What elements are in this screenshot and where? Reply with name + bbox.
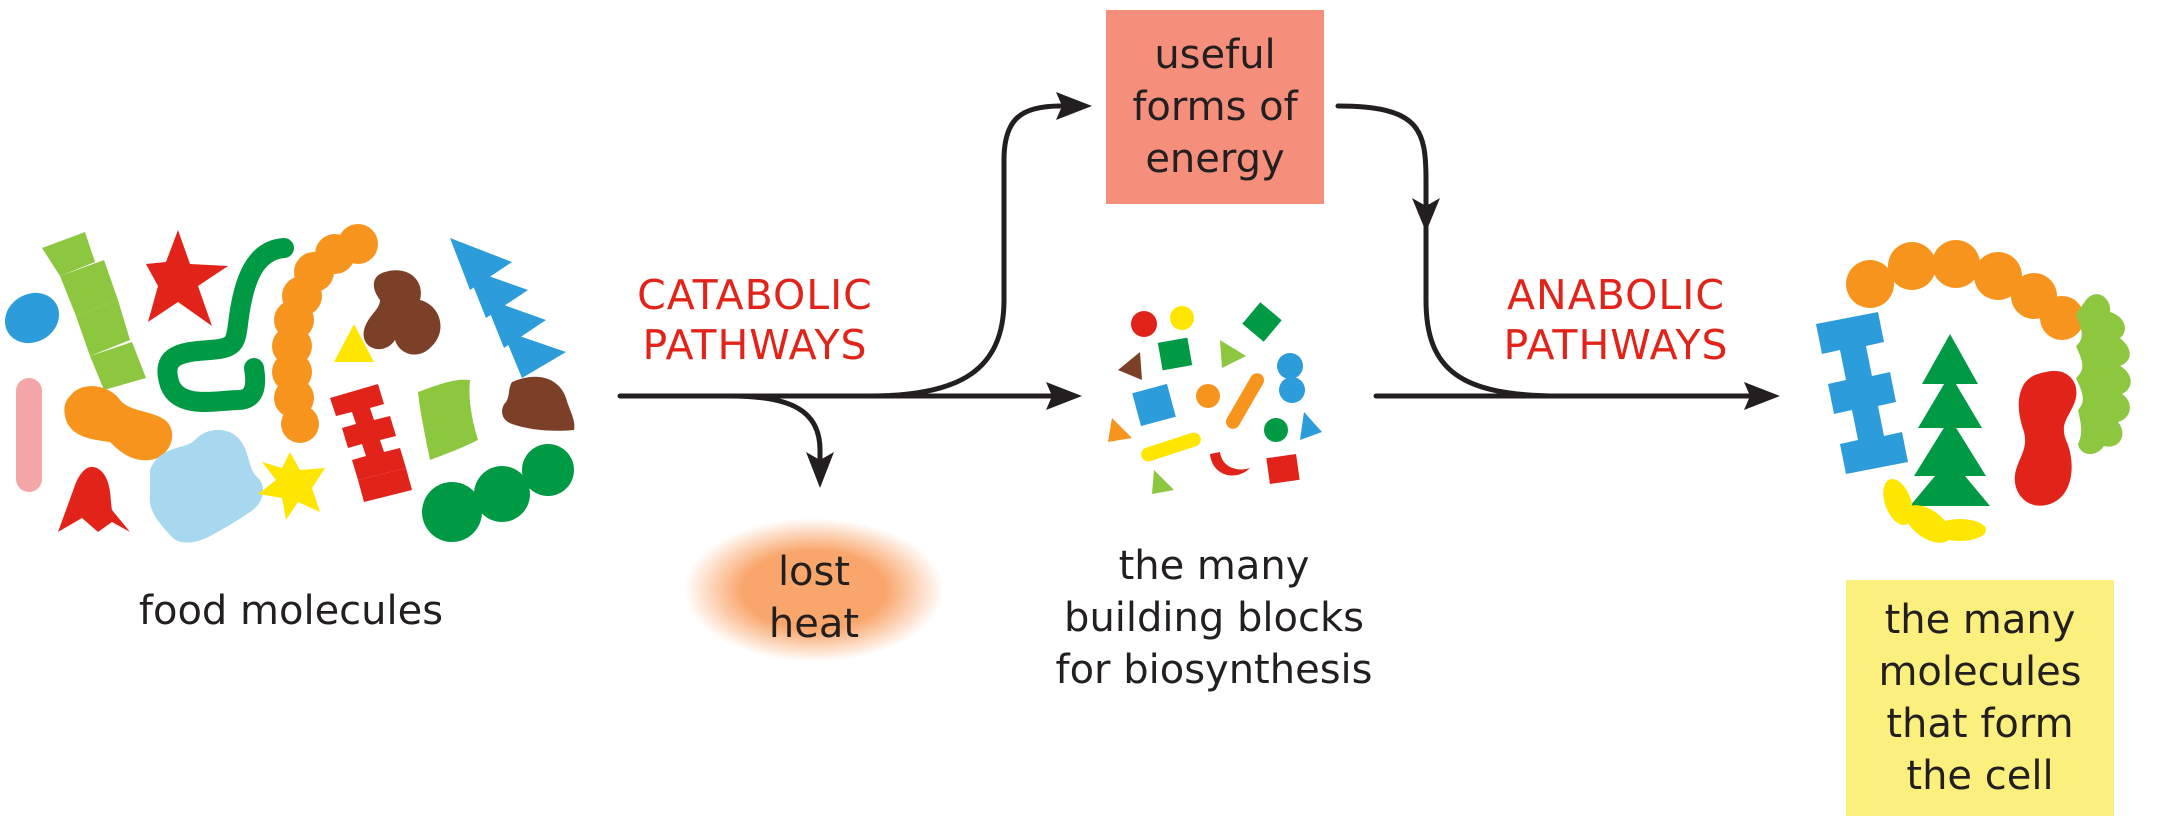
food-blue-oval — [4, 292, 60, 344]
heat-glow — [684, 518, 944, 662]
building-blocks-label: the many building blocks for biosynthesi… — [1055, 543, 1373, 693]
block-yellow-rod — [1141, 432, 1201, 462]
block-green-diamond — [1242, 302, 1282, 342]
block-blue-triangle — [1300, 412, 1322, 440]
heat-arrowhead — [806, 452, 834, 488]
food-yellow-triangle — [334, 324, 374, 362]
food-light-blue-wavy — [149, 429, 264, 543]
food-green-square — [418, 379, 478, 460]
block-red-crescent — [1210, 452, 1250, 476]
arrows — [617, 103, 1759, 471]
block-red-square — [1266, 454, 1300, 484]
food-red-tulip — [58, 466, 130, 532]
food-molecules-cluster — [4, 224, 575, 543]
block-light-green-triangle — [1220, 340, 1246, 368]
cell-molecules-cluster — [1816, 240, 2131, 543]
cell-yellow-chain — [1883, 479, 1986, 543]
heat-branch-arrow — [727, 393, 823, 471]
food-green-circles — [422, 444, 574, 542]
cell-blue-ibeam — [1816, 312, 1908, 474]
building-blocks-cluster — [1108, 302, 1322, 494]
food-blue-triangles — [450, 238, 566, 378]
block-blue-square — [1132, 383, 1176, 427]
block-yellow-circle — [1170, 306, 1194, 330]
energy-branch-arrow — [867, 103, 1063, 399]
food-brown-blob — [363, 270, 441, 355]
cell-box — [1846, 580, 2114, 816]
block-light-green-triangle-2 — [1152, 470, 1174, 494]
food-orange-chain — [272, 224, 378, 443]
block-green-square — [1157, 337, 1193, 371]
cell-red-peanut — [2014, 370, 2077, 506]
block-brown-triangle — [1118, 352, 1142, 380]
cell-molecules-label: the many molecules that form the cell — [1878, 597, 2082, 799]
block-orange-circle — [1196, 384, 1220, 408]
food-orange-bulb — [64, 386, 173, 461]
catabolic-pathways-label: CATABOLIC PATHWAYS — [637, 271, 873, 370]
food-molecules-label: food molecules — [138, 588, 444, 634]
energy-label: useful forms of energy — [1132, 32, 1298, 182]
lost-heat-label: lost heat — [768, 549, 860, 647]
cell-green-wavy — [2076, 294, 2131, 455]
cell-orange-chain — [1846, 240, 2084, 340]
block-blue-peanut — [1277, 353, 1305, 403]
block-orange-triangle — [1108, 418, 1132, 442]
food-red-star — [146, 230, 228, 326]
food-green-squiggle — [157, 238, 294, 412]
catabolic-arrowhead — [1046, 382, 1082, 410]
anabolic-arrowhead — [1744, 382, 1780, 410]
food-red-ibeam — [330, 384, 412, 502]
block-orange-rod — [1226, 373, 1264, 429]
food-green-zigzag — [42, 232, 146, 390]
energy-down-arrow — [1335, 103, 1563, 399]
arrow-heads — [806, 92, 1780, 488]
food-pink-rod — [16, 378, 42, 492]
energy-arrowhead — [1056, 92, 1092, 120]
food-yellow-splat — [258, 452, 325, 520]
energy-box — [1106, 10, 1324, 204]
energy-down-arrowhead — [1412, 198, 1440, 232]
block-red-circle — [1131, 311, 1157, 337]
block-green-small-circle — [1264, 418, 1288, 442]
anabolic-pathways-label: ANABOLIC PATHWAYS — [1503, 271, 1729, 370]
cell-green-tree — [1910, 334, 1990, 506]
food-brown-ship — [502, 376, 575, 431]
